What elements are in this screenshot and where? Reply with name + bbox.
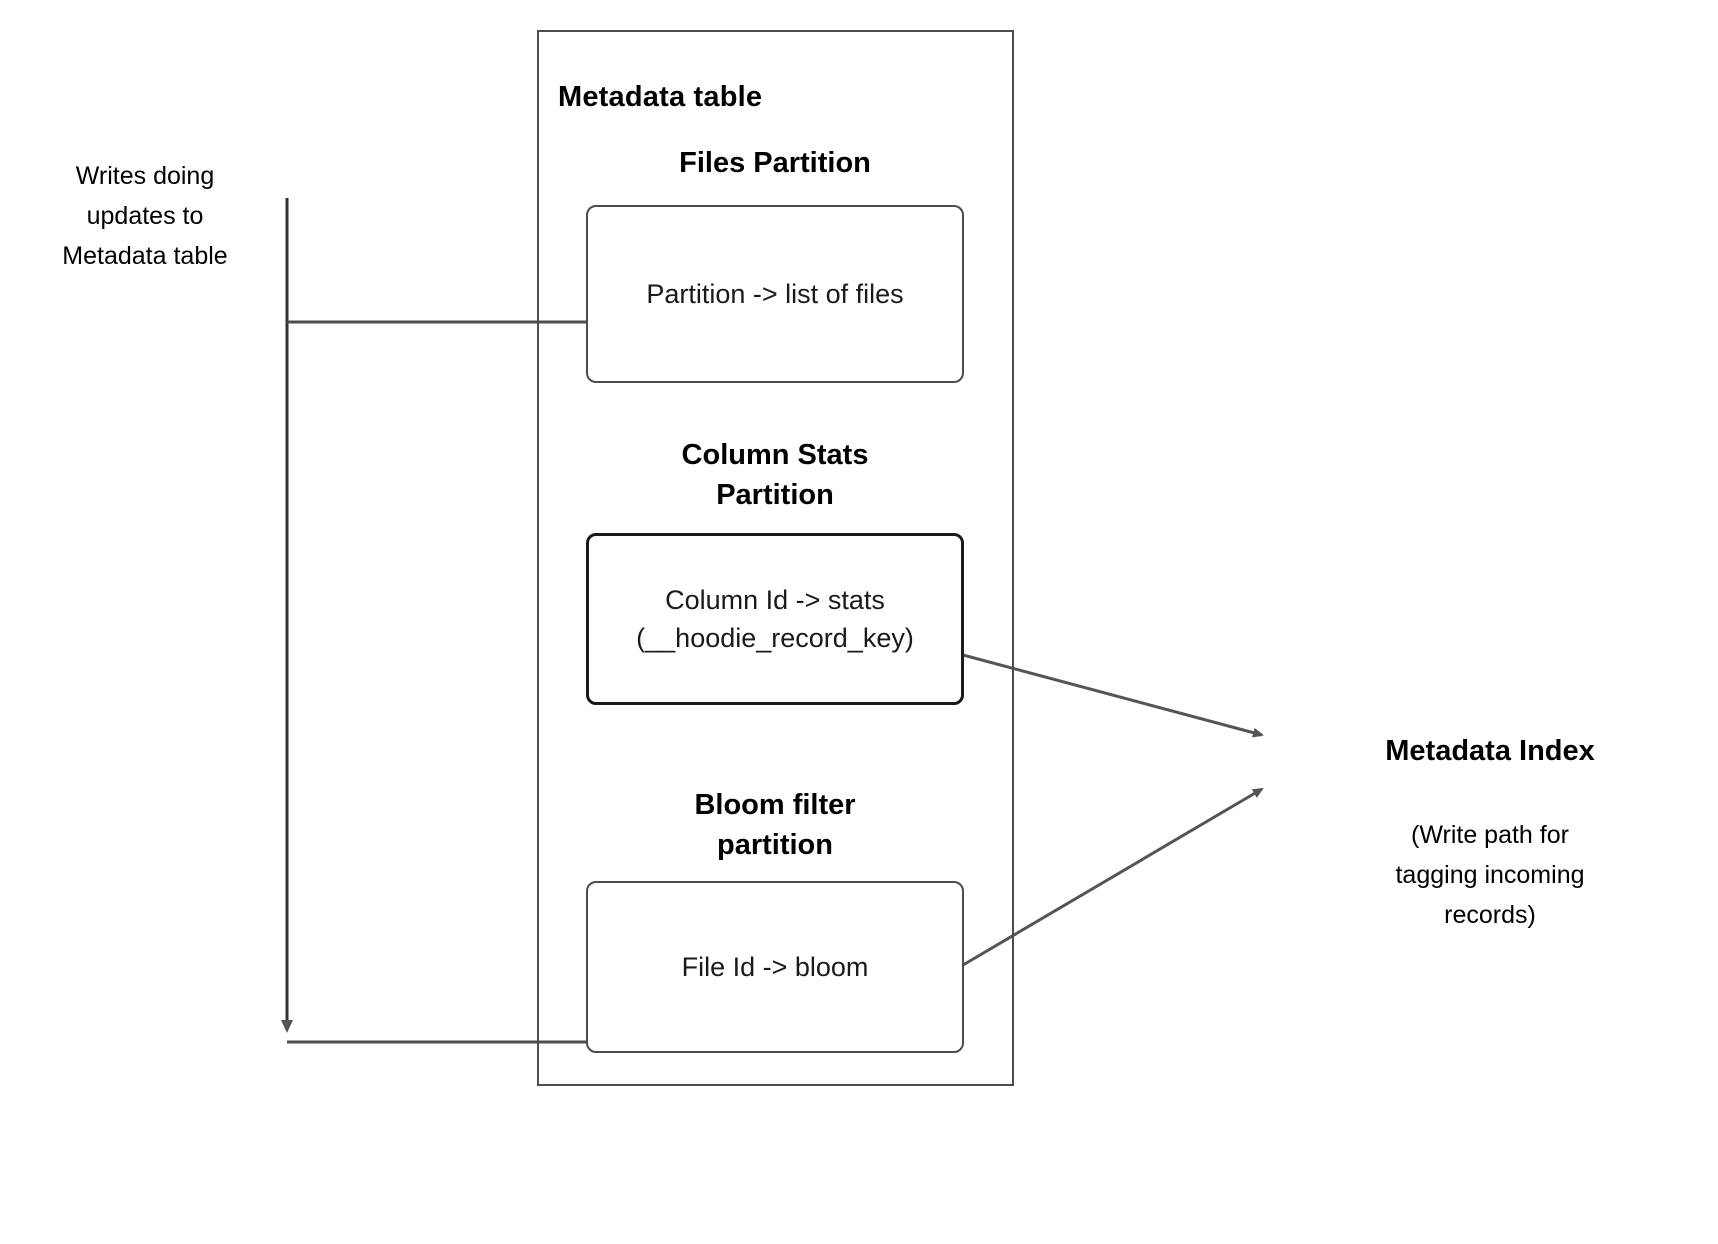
column-stats-partition-box: Column Id -> stats (__hoodie_record_key) — [586, 533, 964, 705]
files-partition-heading: Files Partition — [679, 147, 871, 179]
files-partition-box-text: Partition -> list of files — [646, 279, 904, 309]
column-stats-partition-box-text: Column Id -> stats (__hoodie_record_key) — [636, 585, 914, 653]
metadata-index-title: Metadata Index — [1385, 735, 1595, 767]
files-partition-box: Partition -> list of files — [586, 205, 964, 383]
metadata-table-container — [537, 30, 1014, 1086]
metadata-table-title: Metadata table — [558, 81, 763, 113]
bloom-filter-partition-heading: Bloom filter partition — [694, 789, 856, 861]
column-stats-partition-heading: Column Stats Partition — [681, 439, 869, 511]
bloom-filter-partition-box-text: File Id -> bloom — [681, 952, 869, 982]
writes-note-label: Writes doing updates to Metadata table — [62, 162, 228, 270]
metadata-index-note: (Write path for tagging incoming records… — [1395, 821, 1585, 929]
bloom-filter-partition-box: File Id -> bloom — [586, 881, 964, 1053]
